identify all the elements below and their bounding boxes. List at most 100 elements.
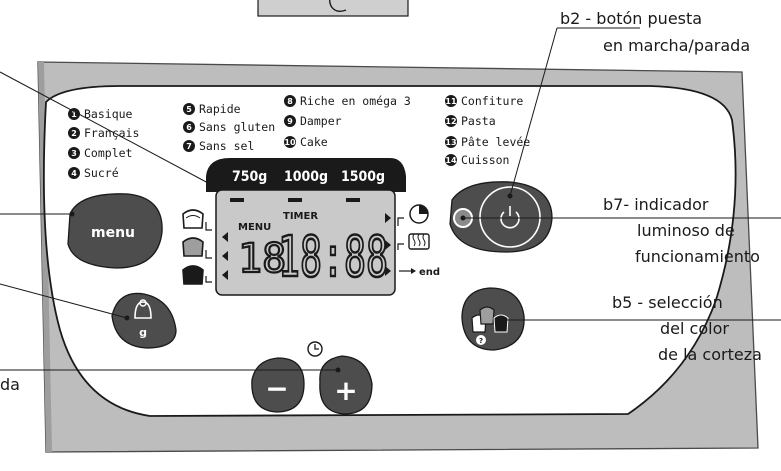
bread-medium-icon bbox=[182, 237, 204, 257]
program-label: Sucré bbox=[84, 166, 119, 180]
top-partial-box bbox=[257, 0, 409, 17]
lcd-arrows bbox=[222, 213, 391, 280]
weight-750: 750g bbox=[232, 169, 267, 185]
program-label: Cake bbox=[300, 135, 328, 149]
program-label: Rapide bbox=[199, 102, 241, 116]
plus-button-label: + bbox=[334, 374, 357, 407]
program-label: Complet bbox=[84, 146, 132, 160]
program-item: 12 Pasta bbox=[445, 114, 496, 128]
program-number: 7 bbox=[186, 142, 192, 151]
program-label: Sans sel bbox=[199, 139, 254, 153]
lcd-program-digits: 18 bbox=[238, 236, 286, 282]
callout-lines bbox=[0, 27, 781, 371]
minus-button[interactable]: − bbox=[251, 357, 305, 413]
program-item: 2 Français bbox=[68, 126, 139, 140]
lcd-time-digits: 18:88 bbox=[278, 225, 388, 290]
timer-adjust-clock-icon bbox=[307, 341, 323, 357]
program-item: 5 Rapide bbox=[183, 102, 241, 116]
program-number-badge bbox=[68, 167, 80, 179]
weight-1500: 1500g bbox=[341, 169, 385, 185]
program-label: Basique bbox=[84, 107, 133, 121]
weight-bar bbox=[206, 158, 406, 192]
callout-left-partial: da bbox=[0, 375, 20, 394]
program-item: 7 Sans sel bbox=[183, 139, 254, 153]
weight-unit-label: g bbox=[139, 326, 147, 339]
program-number-badge bbox=[183, 103, 195, 115]
program-number: 5 bbox=[186, 105, 192, 114]
lcd-display bbox=[215, 189, 396, 296]
program-label: Sans gluten bbox=[199, 120, 275, 134]
lcd-timer-label: TIMER bbox=[283, 211, 318, 222]
callout-b5-line3: de la corteza bbox=[658, 345, 762, 364]
program-label: Pâte levée bbox=[461, 135, 530, 149]
program-number-badge bbox=[68, 108, 80, 120]
keep-warm-icon bbox=[408, 233, 430, 250]
program-number-badge bbox=[445, 115, 457, 127]
program-number: 4 bbox=[71, 169, 77, 178]
weight-1000: 1000g bbox=[284, 169, 328, 185]
program-item: 6 Sans gluten bbox=[183, 120, 275, 134]
lcd-menu-label: MENU bbox=[238, 222, 271, 233]
weight-icon bbox=[134, 299, 152, 319]
program-number: 6 bbox=[186, 123, 192, 132]
program-label: Cuisson bbox=[461, 153, 509, 167]
program-number: 10 bbox=[284, 138, 296, 147]
program-item: 4 Sucré bbox=[68, 166, 119, 180]
hook-icon bbox=[329, 0, 347, 12]
callout-b5-line2: del color bbox=[660, 319, 729, 338]
program-item: 1 Basique bbox=[68, 107, 133, 121]
plus-button[interactable]: + bbox=[319, 355, 373, 415]
callout-b7-line3: funcionamiento bbox=[635, 247, 760, 266]
program-number: 12 bbox=[445, 117, 456, 126]
minus-button-label: − bbox=[265, 372, 288, 405]
crust-level-icons bbox=[182, 209, 212, 285]
menu-button-label: menu bbox=[91, 225, 135, 241]
callout-b7-line2: luminoso de bbox=[637, 221, 735, 240]
bread-dark-icon bbox=[182, 265, 204, 285]
program-item: 14 Cuisson bbox=[445, 153, 509, 167]
program-label: Pasta bbox=[461, 114, 496, 128]
callout-b2-line1: b2 - botón puesta bbox=[560, 9, 702, 28]
program-item: 13 Pâte levée bbox=[445, 135, 530, 149]
program-number-badge bbox=[183, 121, 195, 133]
program-label: Damper bbox=[300, 114, 342, 128]
bread-light-icon bbox=[182, 209, 204, 229]
crust-selection-icon bbox=[471, 306, 509, 333]
lcd-right-icons: end bbox=[397, 204, 440, 278]
program-number: 13 bbox=[445, 138, 456, 147]
program-number-badge bbox=[445, 136, 457, 148]
crust-help-label: ? bbox=[479, 337, 483, 345]
program-number: 8 bbox=[287, 97, 293, 106]
program-item: 11 Confiture bbox=[445, 94, 523, 108]
program-number: 9 bbox=[287, 117, 293, 126]
program-number: 2 bbox=[71, 129, 77, 138]
program-number-badge bbox=[284, 95, 296, 107]
program-item: 10 Cake bbox=[284, 135, 328, 149]
program-number-badge bbox=[284, 136, 296, 148]
program-number-badge bbox=[68, 127, 80, 139]
program-number: 14 bbox=[445, 156, 457, 165]
callout-b5-line1: b5 - selección bbox=[612, 293, 723, 312]
program-number: 3 bbox=[71, 149, 77, 158]
callout-b2-line2: en marcha/parada bbox=[603, 36, 750, 55]
program-item: 9 Damper bbox=[284, 114, 342, 128]
panel-side-shade bbox=[38, 62, 52, 452]
program-label: Confiture bbox=[461, 94, 523, 108]
program-number-badge bbox=[445, 95, 457, 107]
crust-color-button[interactable]: ? bbox=[461, 287, 525, 351]
power-icon bbox=[500, 206, 520, 229]
callout-b7-line1: b7- indicador bbox=[603, 195, 709, 214]
program-number-badge bbox=[183, 140, 195, 152]
program-number-badge bbox=[68, 147, 80, 159]
weight-indicator-marks bbox=[230, 198, 360, 202]
weight-button[interactable]: g bbox=[111, 292, 177, 349]
program-number: 1 bbox=[71, 110, 77, 119]
program-item: 3 Complet bbox=[68, 146, 132, 160]
timer-clock-icon bbox=[409, 204, 429, 224]
menu-button[interactable]: menu bbox=[67, 193, 163, 269]
program-number: 11 bbox=[445, 97, 457, 106]
program-label: Français bbox=[84, 126, 139, 140]
